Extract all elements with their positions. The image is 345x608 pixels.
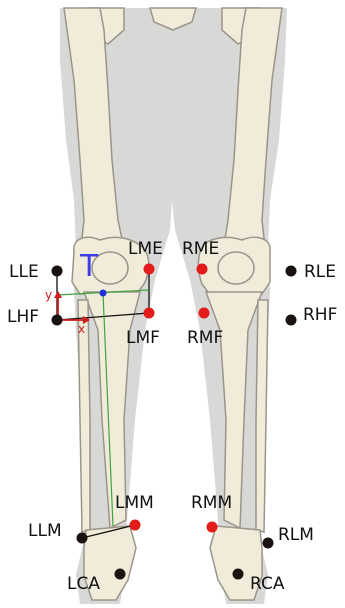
marker-rhf: [286, 315, 297, 326]
y-axis-label: y: [45, 288, 52, 302]
marker-rme: [197, 264, 208, 275]
label-lme: LME: [128, 239, 163, 259]
marker-rle: [286, 266, 297, 277]
label-rca: RCA: [250, 574, 285, 594]
marker-lmm: [130, 520, 141, 531]
label-rmm: RMM: [191, 493, 232, 513]
marker-llm: [77, 533, 88, 544]
marker-lhf: [52, 315, 63, 326]
label-rmf: RMF: [187, 328, 223, 348]
label-rle: RLE: [304, 262, 336, 282]
label-lle: LLE: [9, 262, 39, 282]
label-lca: LCA: [67, 574, 100, 594]
x-axis-label: x: [78, 322, 85, 336]
marker-lmf: [144, 308, 155, 319]
frame-label-t: T: [79, 249, 99, 284]
label-llm: LLM: [28, 521, 62, 541]
marker-lle: [52, 266, 63, 277]
knee-joint-center: [100, 290, 107, 297]
marker-rmm: [207, 522, 218, 533]
marker-lme: [144, 264, 155, 275]
label-rlm: RLM: [278, 525, 314, 545]
label-lhf: LHF: [7, 307, 39, 327]
marker-rmf: [199, 308, 210, 319]
marker-rlm: [263, 538, 274, 549]
label-rhf: RHF: [303, 305, 337, 325]
label-lmm: LMM: [115, 493, 154, 513]
label-rme: RME: [182, 239, 219, 259]
marker-rca: [233, 569, 244, 580]
marker-lca: [115, 569, 126, 580]
label-lmf: LMF: [126, 328, 160, 348]
